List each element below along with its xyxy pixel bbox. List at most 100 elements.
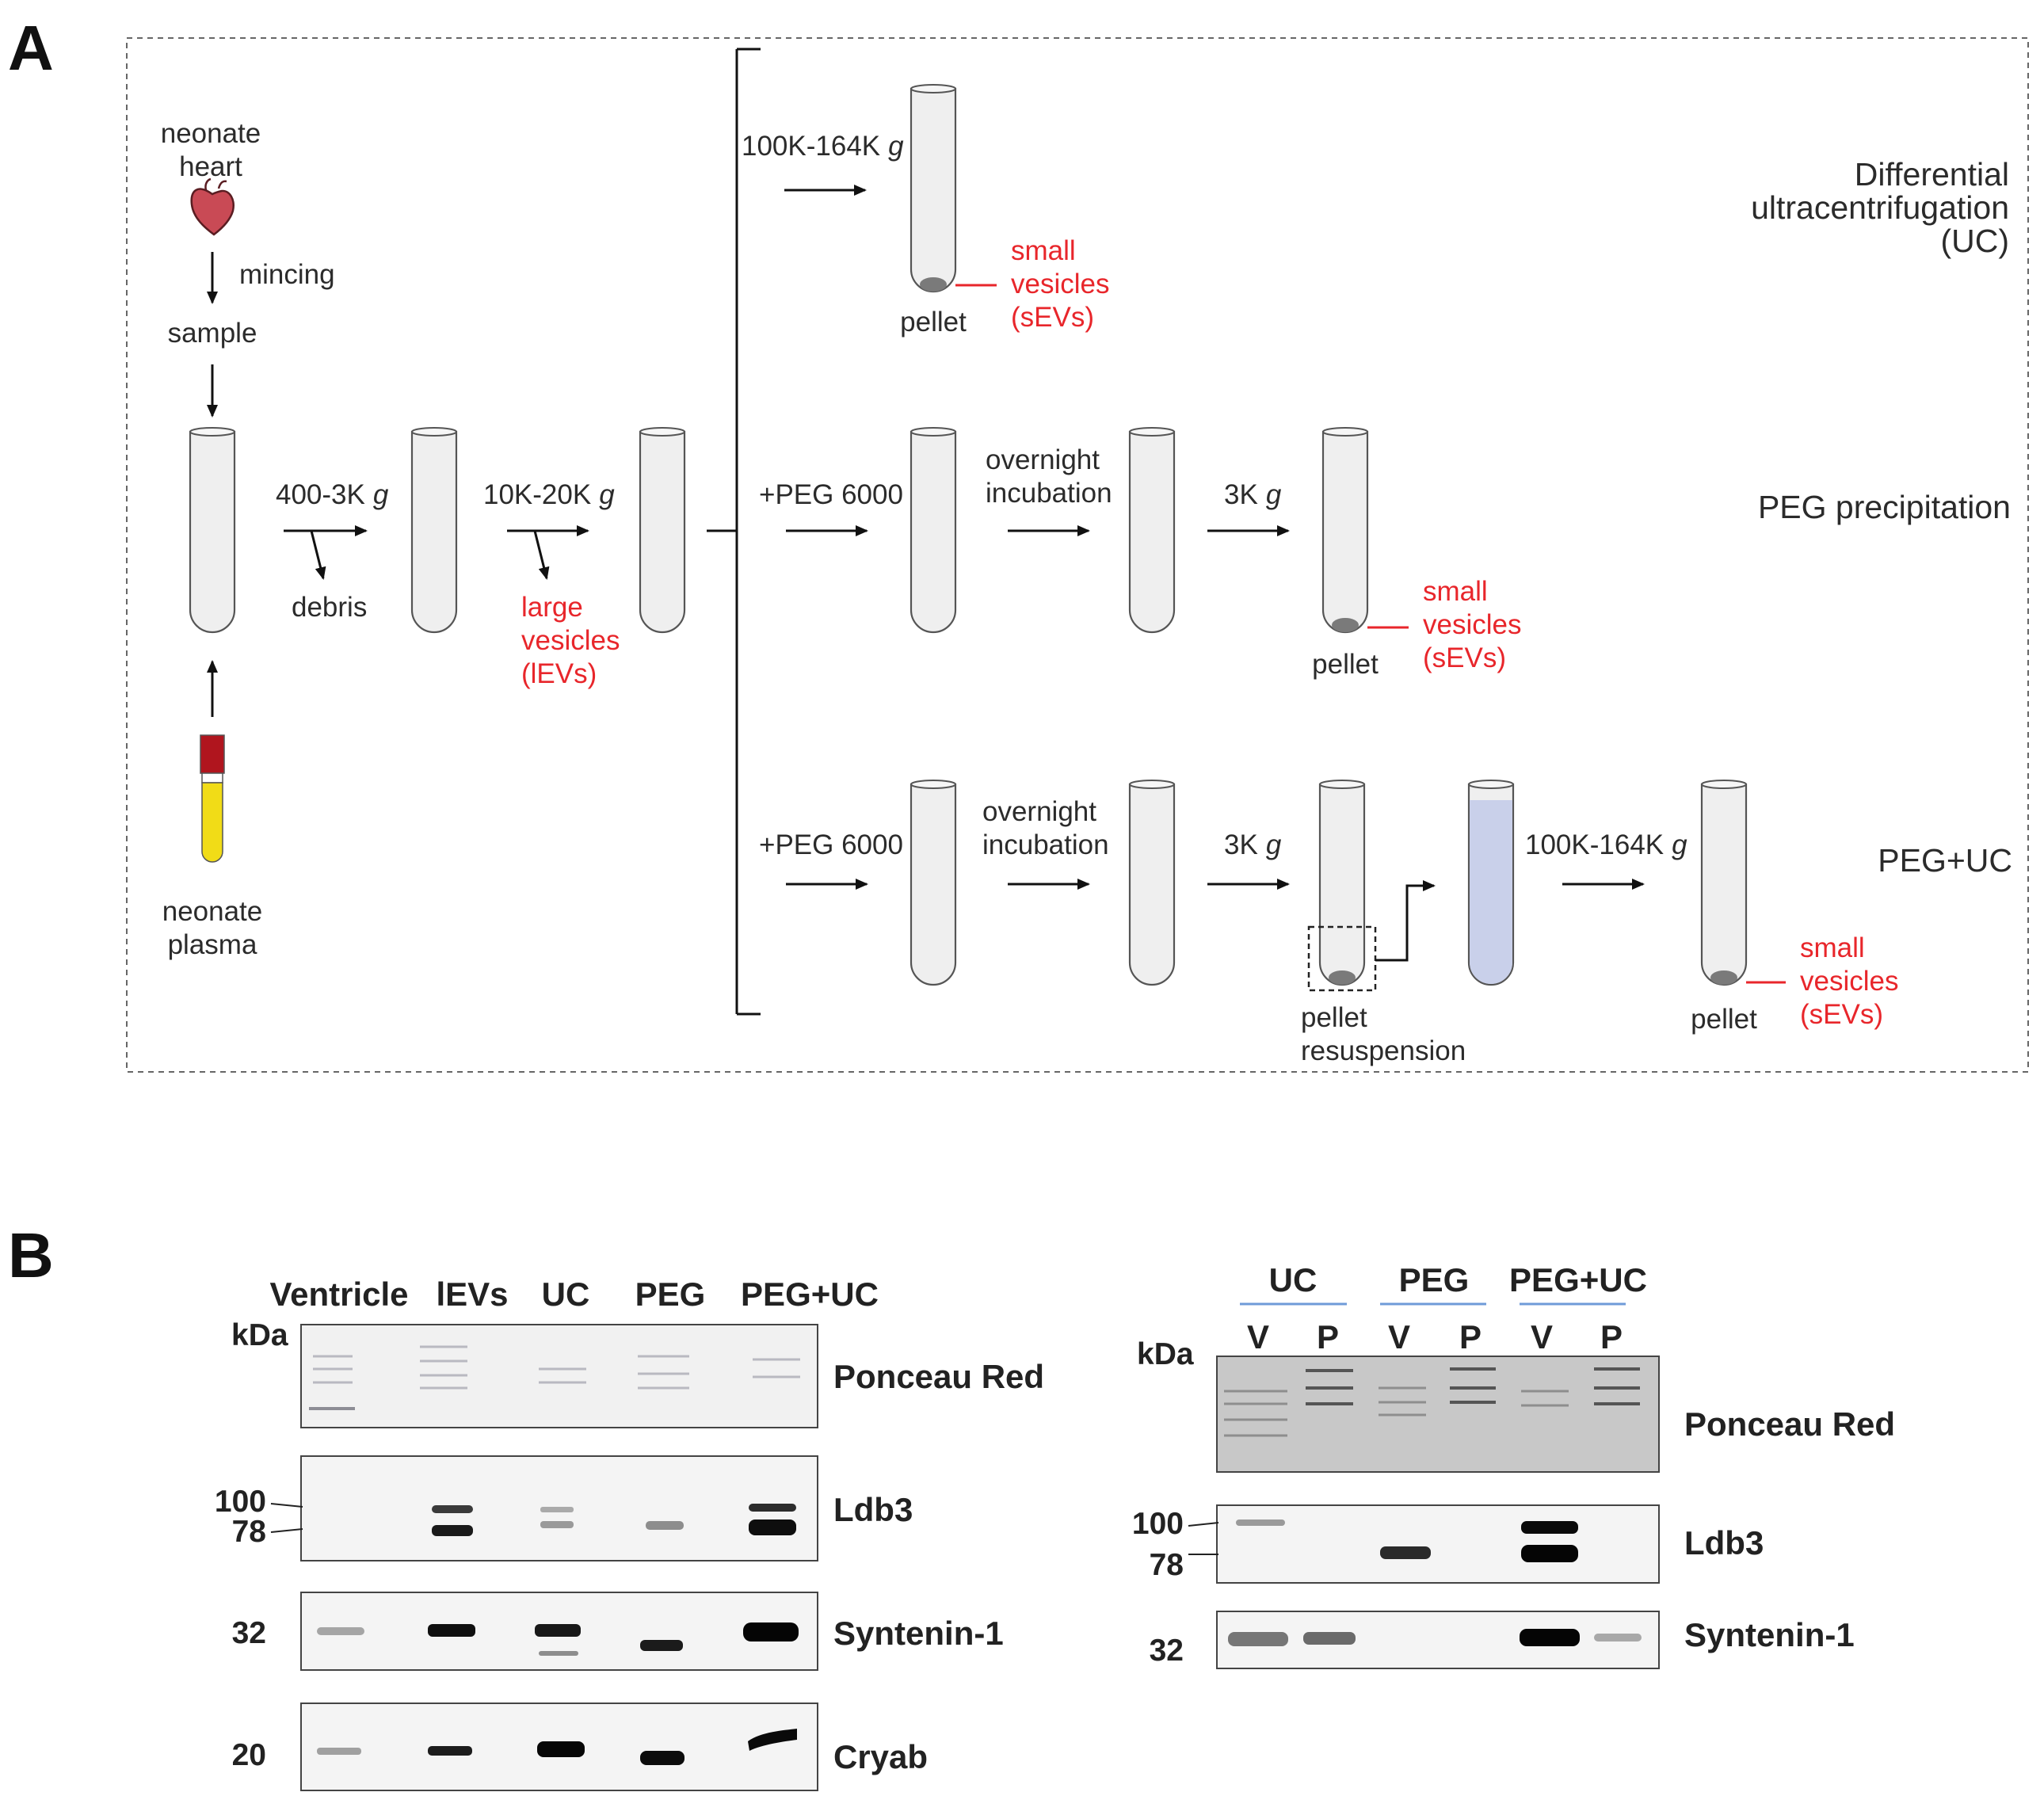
tube-3 — [639, 430, 686, 634]
right-lane-label: V — [1247, 1318, 1269, 1356]
panel-a-frame — [126, 37, 2029, 1073]
left-row-label-ldb3: Ldb3 — [833, 1491, 913, 1528]
right-row-label-ldb3: Ldb3 — [1684, 1524, 1764, 1561]
pellet-peg — [1332, 618, 1359, 632]
peg-pellet-label: pellet — [1312, 649, 1379, 680]
left-lane-label: PEG — [635, 1275, 706, 1313]
pellet-uc — [920, 277, 947, 292]
blood-tube-icon — [200, 734, 225, 863]
left-blot-ldb3 — [300, 1455, 818, 1561]
peguc-add-label: +PEG 6000 — [759, 829, 903, 860]
right-group-label: PEG — [1399, 1261, 1470, 1298]
tube-2 — [410, 430, 458, 634]
tube-2-rim — [411, 427, 457, 437]
tube-peg-3 — [1321, 430, 1369, 634]
peg-add-label: +PEG 6000 — [759, 479, 903, 510]
left-marker-32: 32 — [232, 1616, 266, 1650]
tube-peg-2 — [1128, 430, 1176, 634]
tube-peguc-1 — [910, 783, 957, 986]
marker-tick — [1188, 1522, 1219, 1527]
peg-title: PEG precipitation — [1758, 489, 2011, 525]
tube-resuspended-rim — [1468, 780, 1514, 789]
right-group-labels: UC PEG PEG+UC — [1240, 1261, 1647, 1306]
left-marker-78: 78 — [232, 1515, 266, 1549]
tube-start — [189, 430, 236, 634]
tube-peg-1-rim — [910, 427, 956, 437]
marker-tick — [270, 1528, 303, 1533]
arrow-debris — [310, 530, 326, 580]
right-kda-label: kDa — [1137, 1337, 1194, 1371]
right-marker-100: 100 — [1132, 1507, 1184, 1541]
sample-label: sample — [168, 318, 257, 349]
left-lane-labels: Ventricle lEVs UC PEG PEG+UC — [269, 1275, 879, 1313]
left-row-label-syntenin: Syntenin-1 — [833, 1615, 1004, 1652]
left-lane-label: lEVs — [436, 1275, 508, 1313]
pellet-peguc-final — [1710, 970, 1737, 985]
arrow-resuspension — [1375, 880, 1436, 962]
mincing-label: mincing — [239, 259, 335, 290]
right-row-label-ponceau: Ponceau Red — [1684, 1405, 1895, 1443]
debris-label: debris — [292, 592, 367, 623]
left-lane-label: Ventricle — [269, 1275, 408, 1313]
right-lane-label: P — [1600, 1318, 1623, 1356]
left-row-label-cryab: Cryab — [833, 1738, 928, 1775]
tube-start-rim — [189, 427, 235, 437]
arrow-large-vesicles — [533, 530, 550, 580]
marker-tick — [270, 1503, 303, 1508]
panel-label-b: B — [8, 1220, 54, 1291]
left-marker-100: 100 — [215, 1485, 266, 1519]
tube-peg-3-rim — [1322, 427, 1368, 437]
left-blot-syntenin — [300, 1592, 818, 1671]
right-lane-labels: V P V P V P — [1247, 1318, 1623, 1356]
left-marker-20: 20 — [232, 1738, 266, 1772]
left-blot-ponceau — [300, 1324, 818, 1428]
right-row-label-syntenin: Syntenin-1 — [1684, 1616, 1855, 1653]
tube-3-rim — [639, 427, 685, 437]
peguc-title: PEG+UC — [1878, 842, 2012, 879]
tube-peg-2-rim — [1129, 427, 1175, 437]
panel-label-a: A — [8, 13, 54, 83]
right-group-label: PEG+UC — [1509, 1261, 1647, 1298]
peguc-pellet-label: pellet — [1691, 1004, 1757, 1035]
left-row-label-ponceau: Ponceau Red — [833, 1358, 1044, 1395]
tube-peguc-3-rim — [1319, 780, 1365, 789]
left-lane-label: PEG+UC — [741, 1275, 879, 1313]
tube-peguc-final — [1700, 783, 1748, 986]
tube-resuspended-liquid — [1470, 800, 1512, 984]
left-lane-label: UC — [542, 1275, 590, 1313]
pellet-highlight-box — [1307, 925, 1377, 992]
right-group-label: UC — [1269, 1261, 1318, 1298]
tube-peguc-final-rim — [1701, 780, 1747, 789]
right-marker-32: 32 — [1150, 1634, 1184, 1668]
right-lane-label: P — [1317, 1318, 1339, 1356]
tube-peguc-2 — [1128, 783, 1176, 986]
right-lane-label: V — [1531, 1318, 1553, 1356]
tube-uc-rim — [910, 84, 956, 93]
pellet-peguc-1 — [1329, 970, 1356, 985]
right-lane-label: P — [1459, 1318, 1482, 1356]
right-blot-ponceau — [1216, 1356, 1660, 1473]
tube-peguc-2-rim — [1129, 780, 1175, 789]
left-kda-label: kDa — [231, 1318, 288, 1352]
tube-peguc-1-rim — [910, 780, 956, 789]
right-blot-ldb3 — [1216, 1504, 1660, 1584]
uc-pellet-label: pellet — [900, 307, 967, 337]
right-marker-78: 78 — [1150, 1548, 1184, 1582]
